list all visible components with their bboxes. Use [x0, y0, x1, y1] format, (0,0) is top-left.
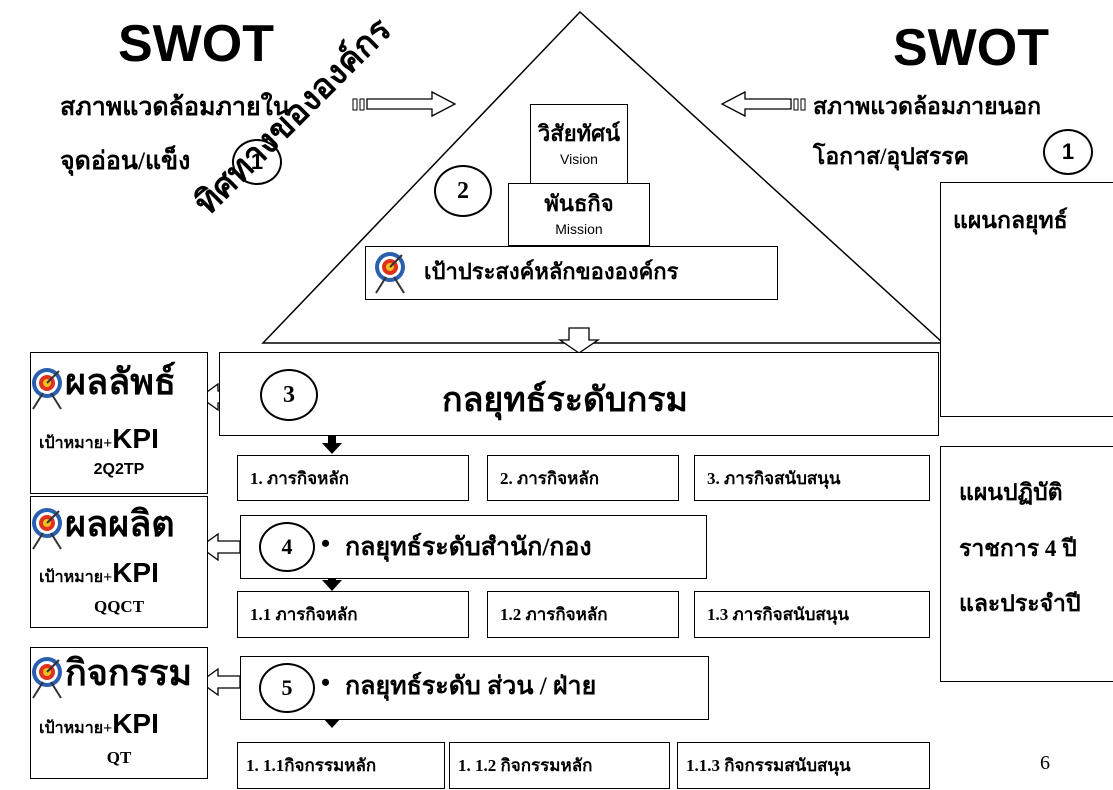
strategy-box-level4: 4 • กลยุทธ์ระดับสำนัก/กอง: [240, 515, 707, 579]
right-input-arrow: [720, 90, 806, 118]
kpi-code: 2Q2TP: [93, 461, 145, 478]
action-plan-line3: และประจำปี: [959, 591, 1081, 616]
opportunity-threat-label: โอกาส/อุปสรรค: [813, 144, 969, 169]
target-kpi-line: เป้าหมาย+KPI: [39, 557, 159, 590]
target-kpi-line: เป้าหมาย+KPI: [39, 708, 159, 741]
pyramid-down-arrow: [557, 327, 601, 354]
kpi-label: KPI: [112, 423, 159, 454]
kpi-label: KPI: [112, 708, 159, 739]
result-box-level4: ผลผลิต เป้าหมาย+KPI QQCT: [30, 496, 208, 628]
step-1-left-badge: 1: [232, 139, 282, 185]
task-2: 1.2 ภารกิจหลัก: [487, 591, 679, 638]
step-3-badge: 3: [260, 369, 318, 421]
target-icon: [375, 252, 405, 294]
result-box-level5: กิจกรรม เป้าหมาย+KPI QT: [30, 647, 208, 779]
mission-en: Mission: [555, 220, 603, 237]
bullet: •: [321, 668, 331, 697]
swot-left-title: SWOT: [118, 15, 274, 73]
vision-box: วิสัยทัศน์ Vision: [530, 104, 628, 186]
strategy-box-level3: 3 กลยุทธ์ระดับกรม: [219, 352, 939, 436]
vision-th: วิสัยทัศน์: [537, 121, 621, 146]
task-3: 1.3 ภารกิจสนับสนุน: [694, 591, 930, 638]
kpi-code: QQCT: [93, 597, 145, 616]
target-label: เป้าหมาย+: [39, 569, 113, 586]
strategy-plan-box: แผนกลยุทธ์: [940, 182, 1113, 417]
external-environment-label: สภาพแวดล้อมภายนอก: [813, 94, 1042, 119]
page-number: 6: [1040, 752, 1050, 774]
target-icon: [32, 368, 62, 410]
internal-environment-label: สภาพแวดล้อมภายใน: [60, 94, 290, 121]
level3-down-arrow: [322, 428, 342, 454]
left-input-arrow: [352, 90, 457, 118]
task-1: 1. ภารกิจหลัก: [237, 455, 469, 501]
result-label: ผลผลิต: [65, 504, 175, 544]
task-3: 1.1.3 กิจกรรมสนับสนุน: [677, 742, 930, 789]
task-2: 1. 1.2 กิจกรรมหลัก: [449, 742, 670, 789]
bullet: •: [321, 529, 331, 558]
step-4-badge: 4: [259, 522, 315, 572]
level5-left-arrow: [198, 667, 241, 697]
step-1-right-badge: 1: [1043, 129, 1093, 175]
target-icon: [32, 508, 62, 550]
task-1: 1. 1.1กิจกรรมหลัก: [237, 742, 445, 789]
target-label: เป้าหมาย+: [39, 720, 113, 737]
mission-th: พันธกิจ: [544, 190, 614, 216]
strategy-label: กลยุทธ์ระดับสำนัก/กอง: [345, 534, 592, 561]
step-2-badge: 2: [434, 165, 492, 217]
result-box-level3: ผลลัพธ์ เป้าหมาย+KPI 2Q2TP: [30, 352, 208, 494]
strategy-label: กลยุทธ์ระดับกรม: [442, 382, 688, 419]
mission-box: พันธกิจ Mission: [508, 183, 650, 246]
step-5-badge: 5: [259, 663, 315, 713]
task-3: 3. ภารกิจสนับสนุน: [694, 455, 930, 501]
strategy-plan-label: แผนกลยุทธ์: [953, 208, 1068, 233]
weakness-strength-label: จุดอ่อน/แข็ง: [60, 148, 191, 175]
strategy-box-level5: 5 • กลยุทธ์ระดับ ส่วน / ฝ่าย: [240, 656, 709, 720]
vision-en: Vision: [560, 151, 598, 167]
target-kpi-line: เป้าหมาย+KPI: [39, 423, 159, 456]
action-plan-box: แผนปฏิบัติ ราชการ 4 ปี และประจำปี: [940, 446, 1113, 682]
task-1: 1.1 ภารกิจหลัก: [237, 591, 469, 638]
target-icon: [32, 657, 62, 699]
action-plan-line1: แผนปฏิบัติ: [959, 480, 1063, 505]
task-2: 2. ภารกิจหลัก: [487, 455, 679, 501]
organization-goal-text: เป้าประสงค์หลักขององค์กร: [424, 259, 679, 284]
result-label: กิจกรรม: [65, 653, 193, 693]
kpi-code: QT: [106, 748, 132, 767]
swot-right-title: SWOT: [893, 19, 1049, 77]
strategy-label: กลยุทธ์ระดับ ส่วน / ฝ่าย: [345, 673, 597, 700]
action-plan-line2: ราชการ 4 ปี: [959, 536, 1077, 561]
target-label: เป้าหมาย+: [39, 435, 113, 452]
result-label: ผลลัพธ์: [65, 362, 176, 402]
organization-goal-box: เป้าประสงค์หลักขององค์กร: [365, 246, 778, 300]
kpi-label: KPI: [112, 557, 159, 588]
level4-left-arrow: [198, 532, 241, 562]
